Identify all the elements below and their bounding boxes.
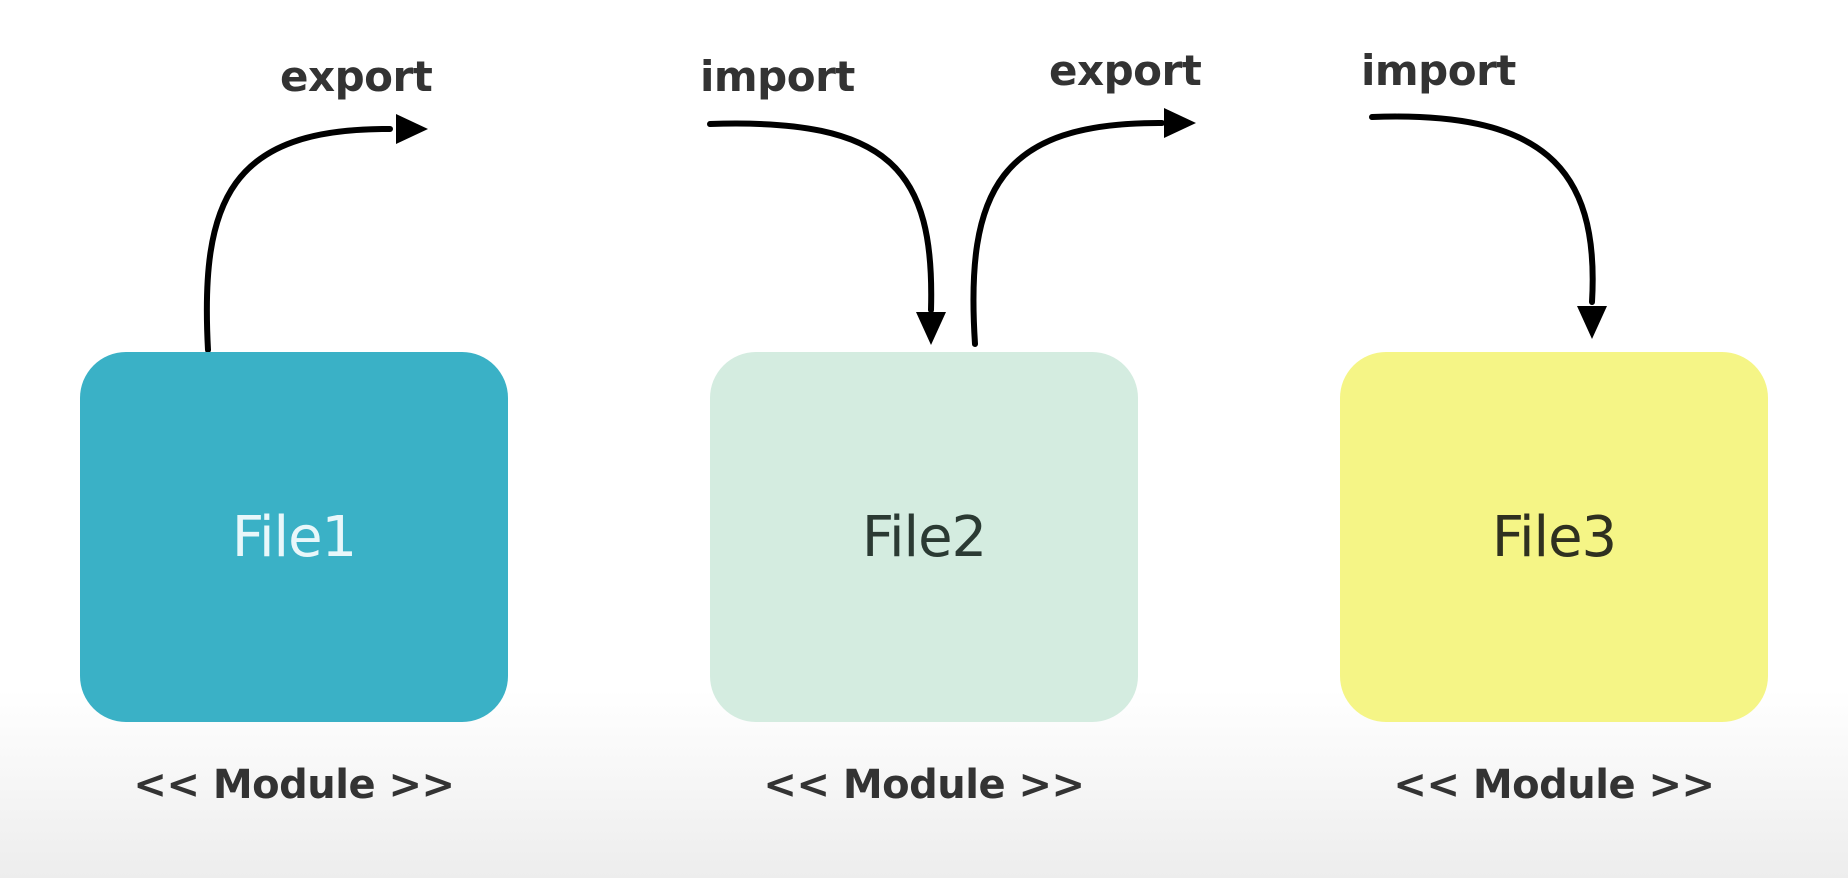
module-name-file1: File1 [231, 504, 357, 570]
export-label-file1: export [280, 52, 433, 101]
export-arrow-file1 [203, 125, 393, 353]
import-arrow-file2 [707, 120, 935, 313]
module-box-file1: File1 [80, 352, 508, 722]
export-arrowhead-file1 [396, 114, 428, 144]
module-box-file2: File2 [710, 352, 1138, 722]
module-box-file3: File3 [1340, 352, 1768, 722]
export-label-file2: export [1049, 46, 1202, 95]
module-name-file3: File3 [1491, 504, 1617, 570]
export-arrowhead-file2 [1164, 108, 1196, 138]
module-caption-file1: << Module >> [133, 762, 455, 808]
export-arrow-file2 [970, 119, 1165, 347]
import-arrow-file3 [1369, 113, 1596, 305]
module-name-file2: File2 [861, 504, 987, 570]
import-label-file3: import [1361, 46, 1516, 95]
module-caption-file3: << Module >> [1393, 762, 1715, 808]
import-arrowhead-file3 [1577, 306, 1607, 339]
import-label-file2: import [700, 52, 855, 101]
import-arrowhead-file2 [916, 312, 946, 345]
module-caption-file2: << Module >> [763, 762, 1085, 808]
